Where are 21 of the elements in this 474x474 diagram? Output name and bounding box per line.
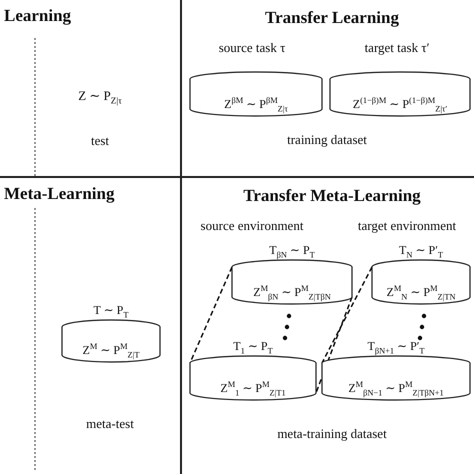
formula: T$_{βN}$ ∼ P$_{T}$ (269, 243, 315, 258)
text-label: test (90, 133, 110, 149)
formula: T$_{N}$ ∼ P′$_{T}$ (399, 243, 443, 258)
text-label: training dataset (287, 132, 367, 148)
formula: T$_{βN+1}$ ∼ P′$_{T}$ (367, 339, 425, 354)
text-label: Z ∼ P$_{Z|τ}$ (78, 88, 122, 104)
text-label: meta-training dataset (277, 426, 387, 442)
panel-heading: Meta-Learning (4, 184, 114, 204)
panel (0, 0, 182, 178)
text-label: target environment (358, 218, 456, 234)
panel-heading: Transfer Meta-Learning (243, 186, 421, 206)
formula: T ∼ P$_{T}$ (94, 303, 128, 318)
dashed-line (321, 266, 373, 364)
formula: T$_{1}$ ∼ P$_{T}$ (233, 339, 273, 354)
panel-heading: Learning (4, 6, 72, 26)
text-label: source environment (200, 218, 304, 234)
text-label: target task τ′ (364, 40, 430, 56)
dashed-line (315, 296, 353, 394)
text-label: source task τ (218, 40, 286, 56)
text-label: meta-test (86, 416, 134, 432)
panel-heading: Transfer Learning (265, 8, 399, 28)
